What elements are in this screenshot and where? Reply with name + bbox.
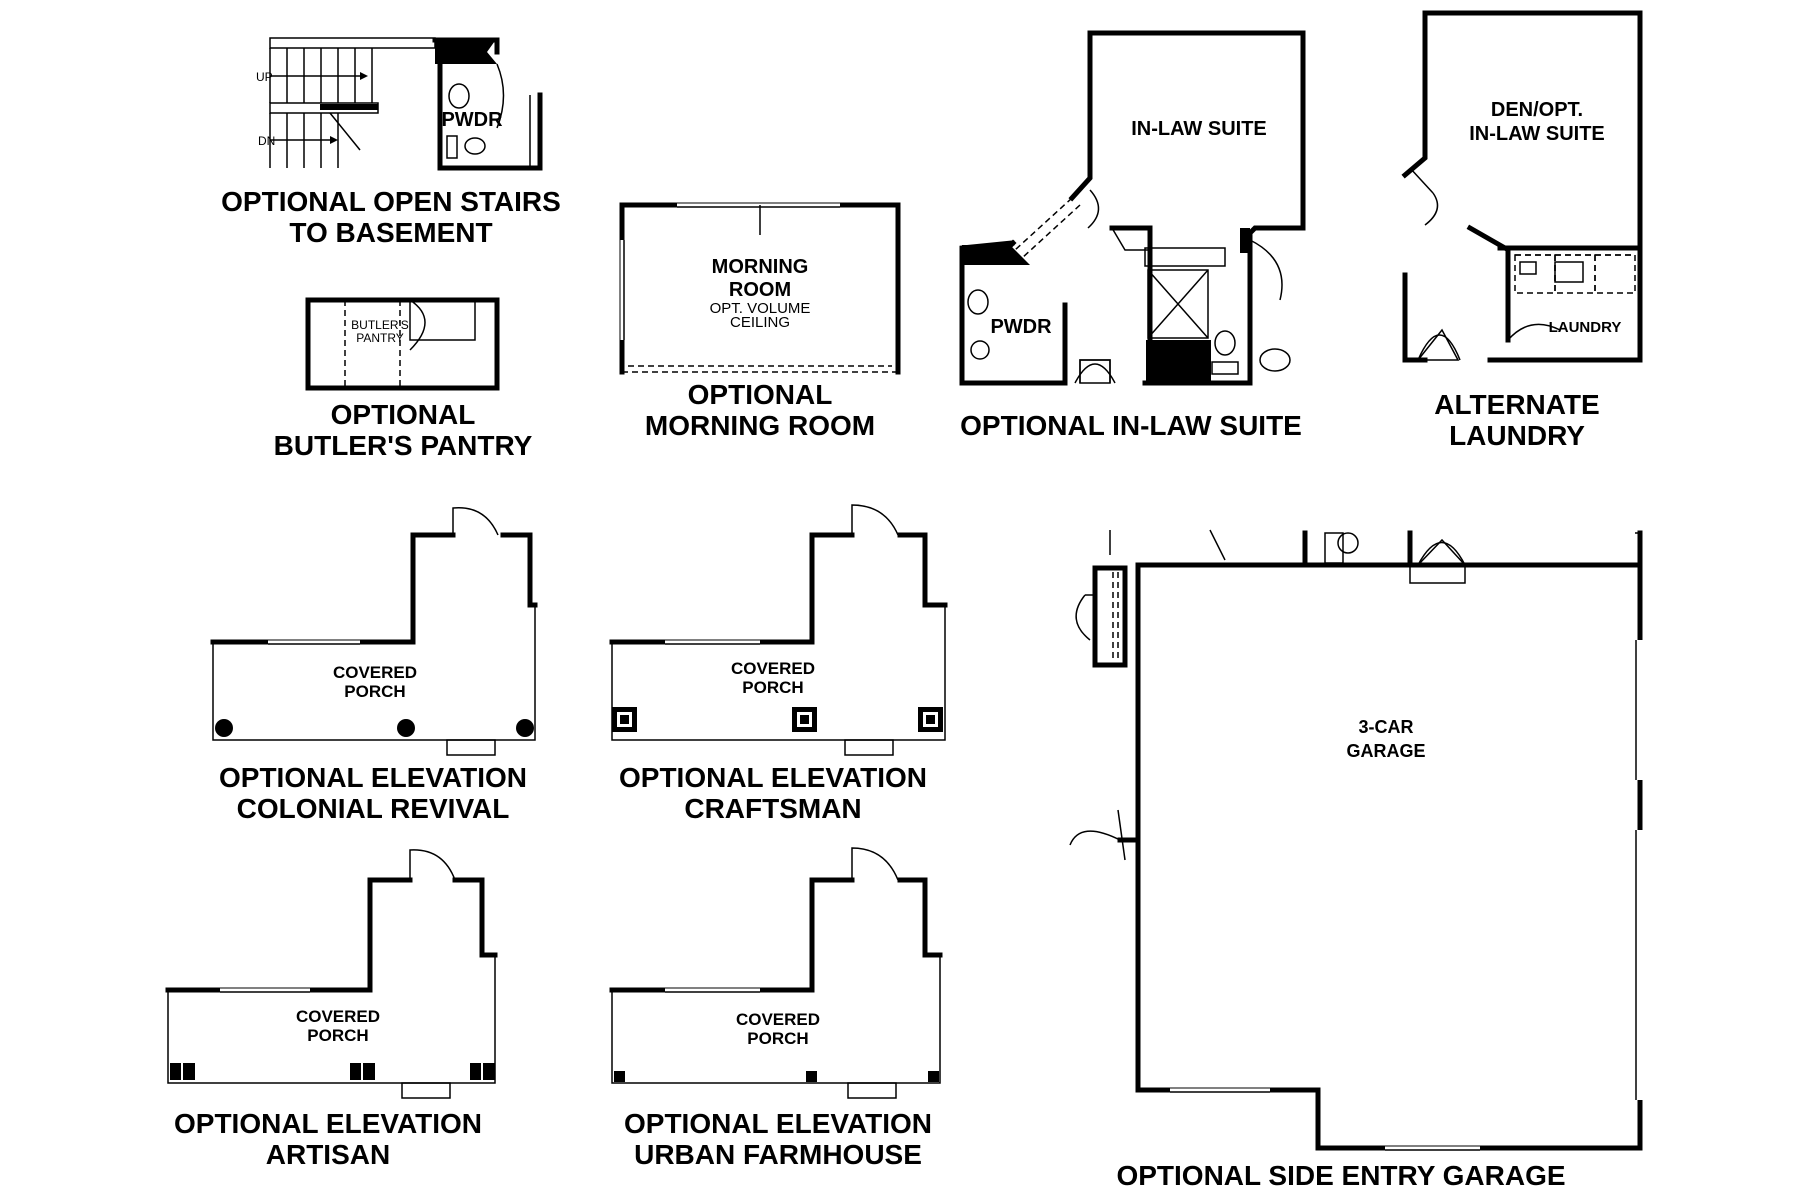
laundry-caption-line1: ALTERNATE (1434, 389, 1599, 420)
garage-room-line1: 3-CAR (1358, 717, 1413, 737)
garage-room-line2: GARAGE (1346, 741, 1425, 761)
butler-room-line1: BUTLER'S (351, 318, 409, 332)
stairs-up-label: UP (256, 70, 273, 84)
in-law-suite-plan: IN-LAW SUITE PWDR OPTIONAL IN-LAW SUITE (959, 30, 1306, 441)
laundry-room-line2: IN-LAW SUITE (1469, 123, 1605, 145)
artisan-porch-plan: COVERED PORCH OPTIONAL ELEVATION ARTISAN (165, 849, 498, 1170)
craftsman-room-line1: COVERED (731, 659, 815, 678)
morning-note-line2: CEILING (730, 314, 790, 331)
side-entry-garage-plan: 3-CAR GARAGE OPTIONAL SIDE ENTRY GARAGE (1069, 529, 1643, 1191)
butler-room-line2: PANTRY (356, 331, 404, 345)
farmhouse-room-line2: PORCH (747, 1029, 808, 1048)
inlaw-caption: OPTIONAL IN-LAW SUITE (960, 410, 1302, 441)
colonial-revival-porch-plan: COVERED PORCH OPTIONAL ELEVATION COLONIA… (210, 507, 538, 824)
morning-caption-line1: OPTIONAL (688, 379, 833, 410)
morning-room-line2: ROOM (729, 279, 791, 301)
laundry-room-line1: DEN/OPT. (1491, 99, 1583, 121)
stairs-pwdr-label: PWDR (441, 109, 503, 131)
open-stairs-plan: UP DN PWDR OPTIONAL OPEN STAIRS TO BASEM… (221, 37, 561, 248)
craftsman-caption-line1: OPTIONAL ELEVATION (619, 762, 927, 793)
colonial-room-line2: PORCH (344, 682, 405, 701)
morning-room-plan: MORNING ROOM OPT. VOLUME CEILING OPTIONA… (619, 202, 901, 441)
stairs-caption-line1: OPTIONAL OPEN STAIRS (221, 186, 561, 217)
artisan-caption-line2: ARTISAN (266, 1139, 390, 1170)
alternate-laundry-plan: DEN/OPT. IN-LAW SUITE LAUNDRY ALTERNATE … (1401, 10, 1643, 451)
colonial-caption-line2: COLONIAL REVIVAL (237, 793, 510, 824)
craftsman-porch-plan: COVERED PORCH OPTIONAL ELEVATION CRAFTSM… (609, 504, 948, 824)
urban-farmhouse-porch-plan: COVERED PORCH OPTIONAL ELEVATION URBAN F… (609, 847, 943, 1170)
craftsman-room-line2: PORCH (742, 678, 803, 697)
inlaw-pwdr-label: PWDR (990, 316, 1052, 338)
morning-room-line1: MORNING (712, 256, 809, 278)
laundry-label: LAUNDRY (1549, 319, 1622, 336)
stairs-caption-line2: TO BASEMENT (289, 217, 492, 248)
inlaw-room-label: IN-LAW SUITE (1131, 118, 1267, 140)
colonial-room-line1: COVERED (333, 663, 417, 682)
artisan-caption-line1: OPTIONAL ELEVATION (174, 1108, 482, 1139)
butlers-pantry-plan: BUTLER'S PANTRY OPTIONAL BUTLER'S PANTRY (274, 297, 533, 461)
artisan-room-line1: COVERED (296, 1007, 380, 1026)
butler-caption-line1: OPTIONAL (331, 399, 476, 430)
butler-caption-line2: BUTLER'S PANTRY (274, 430, 533, 461)
morning-caption-line2: MORNING ROOM (645, 410, 875, 441)
laundry-caption-line2: LAUNDRY (1449, 420, 1585, 451)
farmhouse-room-line1: COVERED (736, 1010, 820, 1029)
morning-note-line1: OPT. VOLUME (710, 300, 811, 317)
farmhouse-caption-line1: OPTIONAL ELEVATION (624, 1108, 932, 1139)
artisan-room-line2: PORCH (307, 1026, 368, 1045)
colonial-caption-line1: OPTIONAL ELEVATION (219, 762, 527, 793)
stairs-dn-label: DN (258, 134, 275, 148)
farmhouse-caption-line2: URBAN FARMHOUSE (634, 1139, 922, 1170)
craftsman-caption-line2: CRAFTSMAN (684, 793, 861, 824)
garage-caption: OPTIONAL SIDE ENTRY GARAGE (1116, 1160, 1565, 1191)
